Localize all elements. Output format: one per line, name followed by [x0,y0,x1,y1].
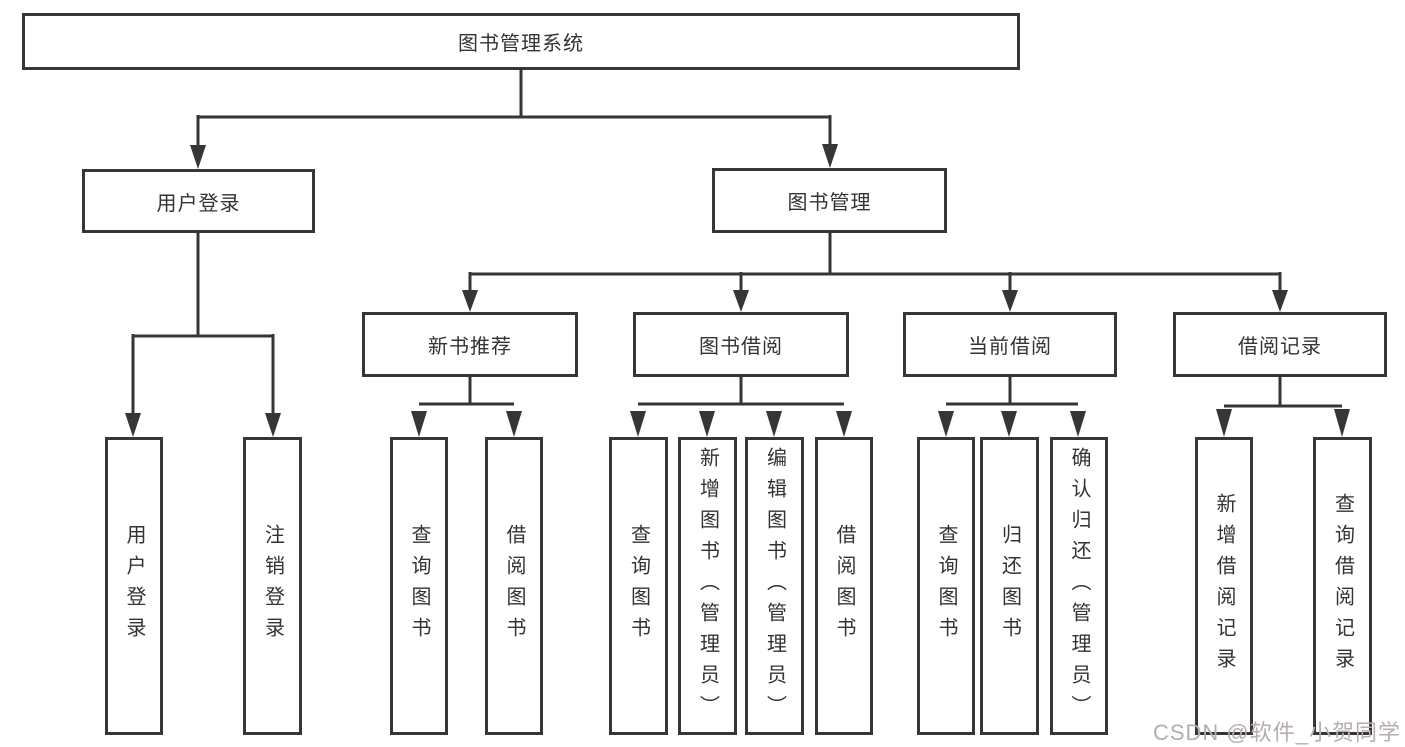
node-current-borrowing: 当前借阅 [903,312,1117,377]
node-label: 编辑图书（管理员） [763,446,786,726]
leaf-add-book-admin: 新增图书（管理员） [678,437,737,735]
leaf-user-login: 用户登录 [105,437,163,735]
node-label: 新书推荐 [428,336,512,358]
watermark: CSDN @软件_小贺同学 [1152,720,1401,745]
node-label: 新增借阅记录 [1213,493,1235,679]
node-label: 图书管理系统 [458,33,584,55]
node-label: 查询图书 [627,524,650,648]
leaf-add-borrow-record: 新增借阅记录 [1195,437,1253,735]
node-label: 图书管理 [787,192,872,214]
leaf-return-books: 归还图书 [980,437,1039,735]
node-new-book-recommend: 新书推荐 [362,312,578,377]
node-label: 借阅记录 [1238,336,1322,358]
node-label: 查询图书 [408,524,430,648]
node-label: 借阅图书 [503,524,525,648]
node-label: 借阅图书 [833,524,855,648]
node-label: 查询借阅记录 [1331,493,1354,679]
leaf-edit-book-admin: 编辑图书（管理员） [745,437,804,735]
node-label: 图书借阅 [699,336,783,358]
node-root-library-system: 图书管理系统 [22,13,1020,70]
node-user-login: 用户登录 [82,169,315,233]
node-label: 当前借阅 [968,336,1052,358]
leaf-logout: 注销登录 [243,437,302,735]
leaf-borrow-books: 借阅图书 [815,437,873,735]
node-label: 确认归还（管理员） [1068,446,1090,726]
node-borrowing-records: 借阅记录 [1173,312,1387,377]
node-book-borrowing: 图书借阅 [633,312,849,377]
leaf-query-borrow-record: 查询借阅记录 [1313,437,1372,735]
leaf-query-books-current: 查询图书 [917,437,975,735]
leaf-query-books-borrowing: 查询图书 [609,437,668,735]
leaf-borrow-books-recommend: 借阅图书 [485,437,543,735]
node-label: 注销登录 [261,524,284,648]
node-label: 查询图书 [935,524,957,648]
node-label: 用户登录 [123,524,145,648]
leaf-confirm-return-admin: 确认归还（管理员） [1050,437,1108,735]
node-label: 归还图书 [998,524,1021,648]
node-label: 新增图书（管理员） [696,446,719,726]
node-label: 用户登录 [156,192,241,215]
node-book-management: 图书管理 [712,168,947,233]
leaf-query-books-recommend: 查询图书 [390,437,448,735]
